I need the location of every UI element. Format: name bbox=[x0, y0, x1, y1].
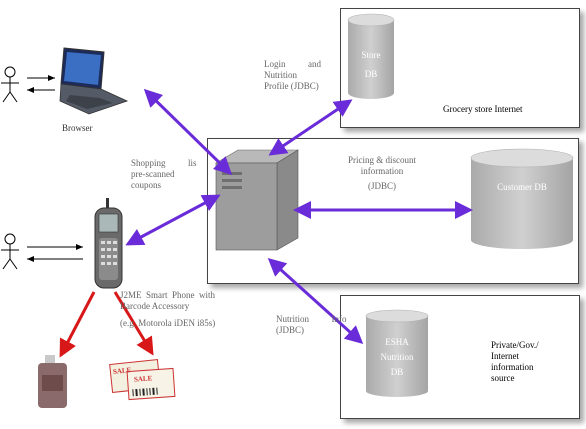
phone-label-line-1: J2ME Smart Phone with bbox=[120, 290, 216, 300]
user-browser-arrows bbox=[27, 75, 55, 93]
info-source-line-3: information bbox=[491, 362, 534, 372]
phone-label-line-2: Barcode Accessory bbox=[120, 301, 190, 311]
red-arrows bbox=[59, 291, 154, 358]
esha-db-line-1: ESHA bbox=[385, 337, 409, 347]
info-source-line-2: Internet bbox=[491, 351, 519, 361]
coupon-icon bbox=[109, 359, 176, 401]
info-source-line-4: source bbox=[491, 373, 515, 383]
nutrition-info-label: Nutrition Info (JDBC) bbox=[276, 314, 347, 336]
login-nutrition-label: Login and Nutrition Profile (JDBC) bbox=[264, 59, 321, 92]
esha-db-line-2: Nutrition bbox=[380, 352, 414, 362]
store-db-line-2: DB bbox=[364, 69, 378, 79]
arrow-phone-server bbox=[125, 194, 221, 246]
info-source-label: Private/Gov./ Internet information sourc… bbox=[491, 340, 539, 384]
arrow-phone-milk bbox=[59, 291, 96, 358]
nutrition-label-line-2: (JDBC) bbox=[276, 325, 305, 335]
milk-jug-icon bbox=[38, 355, 67, 408]
browser-label: Browser bbox=[62, 123, 93, 133]
phone-icon bbox=[94, 198, 123, 289]
esha-db-line-3: DB bbox=[390, 367, 404, 377]
pricing-label-line-2: information bbox=[360, 166, 404, 176]
purple-arrows bbox=[125, 88, 473, 345]
login-label-line-2: Nutrition bbox=[264, 70, 297, 80]
grocery-panel-label: Grocery store Internet bbox=[443, 104, 523, 114]
arrow-server-store-db bbox=[268, 99, 353, 156]
arrow-browser-server bbox=[143, 88, 233, 176]
arrow-server-esha-db bbox=[267, 257, 364, 345]
shopping-list-label: Shopping lis pre-scanned coupons bbox=[131, 158, 197, 191]
user-phone-arrows bbox=[27, 244, 83, 262]
customer-db-label: Customer DB bbox=[497, 182, 547, 192]
coupon-sale-text-2: SALE bbox=[133, 374, 153, 384]
shopping-label-line-1: Shopping lis bbox=[131, 158, 197, 168]
esha-db-cylinder bbox=[365, 309, 429, 397]
phone-label: J2ME Smart Phone with Barcode Accessory … bbox=[120, 290, 215, 329]
laptop-icon bbox=[59, 47, 129, 115]
login-label-line-1: Login and bbox=[264, 59, 321, 69]
user-figure-phone bbox=[1, 233, 19, 270]
pricing-label-line-1: Pricing & discount bbox=[348, 155, 416, 165]
arrow-phone-coupon bbox=[113, 291, 154, 356]
store-db-cylinder bbox=[347, 13, 395, 99]
info-source-line-1: Private/Gov./ bbox=[491, 340, 539, 350]
store-db-line-1: Store bbox=[361, 50, 381, 60]
esha-db-label: ESHA Nutrition DB bbox=[366, 335, 428, 380]
pricing-label: Pricing & discount information (JDBC) bbox=[330, 155, 434, 192]
nutrition-label-line-1: Nutrition Info bbox=[276, 314, 347, 324]
coupon-sale-text: SALE bbox=[112, 366, 132, 376]
phone-label-line-3: (e.g. Motorola iDEN i85s) bbox=[120, 318, 216, 328]
shopping-label-line-2: pre-scanned bbox=[131, 169, 175, 179]
shopping-label-line-3: coupons bbox=[131, 180, 161, 190]
pricing-label-line-3: (JDBC) bbox=[367, 181, 396, 191]
store-db-label: Store DB bbox=[348, 46, 394, 84]
login-label-line-3: Profile (JDBC) bbox=[264, 81, 319, 91]
user-figure-browser bbox=[1, 66, 19, 103]
server-tower-icon bbox=[214, 149, 300, 251]
customer-db-cylinder bbox=[470, 148, 574, 249]
